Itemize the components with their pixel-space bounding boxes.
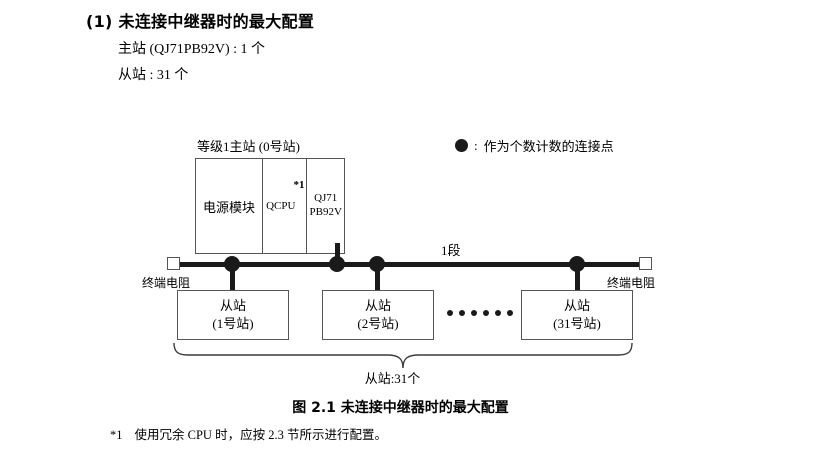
terminator-left-label: 终端电阻 bbox=[142, 276, 191, 290]
filled-circle-icon bbox=[455, 139, 468, 152]
network-module-label-line1: QJ71 bbox=[314, 192, 338, 205]
ellipsis-dots-icon bbox=[447, 310, 513, 316]
footnote: *1 使用冗余 CPU 时，应按 2.3 节所示进行配置。 bbox=[110, 424, 387, 443]
master-rack: 电源模块 QCPU *1 QJ71 PB92V bbox=[195, 158, 345, 254]
connection-point-master bbox=[329, 256, 345, 272]
slave31-drop-stub bbox=[575, 262, 580, 290]
slave-station-count-line: 从站 : 31 个 bbox=[118, 68, 189, 83]
slave-station-box: 从站 (2号站) bbox=[322, 290, 434, 340]
master-station-count-line: 主站 (QJ71PB92V) : 1 个 bbox=[118, 42, 266, 57]
cpu-module-label: QCPU bbox=[266, 200, 296, 212]
legend-label: 作为个数计数的连接点 bbox=[483, 139, 614, 154]
slave-station-box: 从站 (31号站) bbox=[521, 290, 633, 340]
profibus-trunk-line bbox=[173, 262, 643, 267]
legend-colon: : bbox=[474, 137, 478, 153]
cpu-module-slot: QCPU *1 bbox=[263, 159, 307, 253]
network-module-label-line2: PB92V bbox=[309, 206, 342, 218]
network-module-label: QJ71 PB92V bbox=[310, 192, 342, 220]
network-module-slot: QJ71 PB92V bbox=[307, 159, 345, 253]
slave-name: 从站 bbox=[219, 298, 246, 314]
slave-group-brace bbox=[172, 343, 634, 369]
slave1-drop-stub bbox=[230, 262, 235, 290]
footnote-mark: *1 bbox=[110, 428, 123, 442]
master-drop-stub bbox=[335, 243, 340, 265]
power-module-label: 电源模块 bbox=[203, 199, 256, 215]
slave-station-number: (1号站) bbox=[212, 316, 254, 331]
terminator-right-icon bbox=[639, 257, 652, 270]
section-heading: (1) 未连接中继器时的最大配置 bbox=[86, 12, 315, 31]
power-module-slot: 电源模块 bbox=[196, 159, 264, 253]
figure-caption-text: 图 2.1 未连接中继器时的最大配置 bbox=[292, 400, 509, 416]
slave-name: 从站 bbox=[563, 298, 590, 314]
segment-label: 1段 bbox=[441, 243, 461, 258]
cpu-footnote-marker: *1 bbox=[293, 179, 305, 191]
slave-station-box: 从站 (1号站) bbox=[177, 290, 289, 340]
slave-group-brace-text: 从站:31个 bbox=[364, 371, 421, 386]
legend: : 作为个数计数的连接点 bbox=[455, 136, 614, 155]
slave-name: 从站 bbox=[364, 298, 391, 314]
figure-caption: 图 2.1 未连接中继器时的最大配置 bbox=[0, 397, 821, 417]
footnote-text: 使用冗余 CPU 时，应按 2.3 节所示进行配置。 bbox=[134, 428, 387, 442]
slave-station-number: (31号站) bbox=[553, 316, 601, 331]
slave2-drop-stub bbox=[375, 262, 380, 290]
terminator-left-icon bbox=[167, 257, 180, 270]
terminator-right-label: 终端电阻 bbox=[607, 276, 656, 290]
slave-group-brace-label: 从站:31个 bbox=[0, 368, 821, 387]
slave-station-number: (2号站) bbox=[357, 316, 399, 331]
master-station-caption: 等级1主站 (0号站) bbox=[197, 139, 300, 154]
